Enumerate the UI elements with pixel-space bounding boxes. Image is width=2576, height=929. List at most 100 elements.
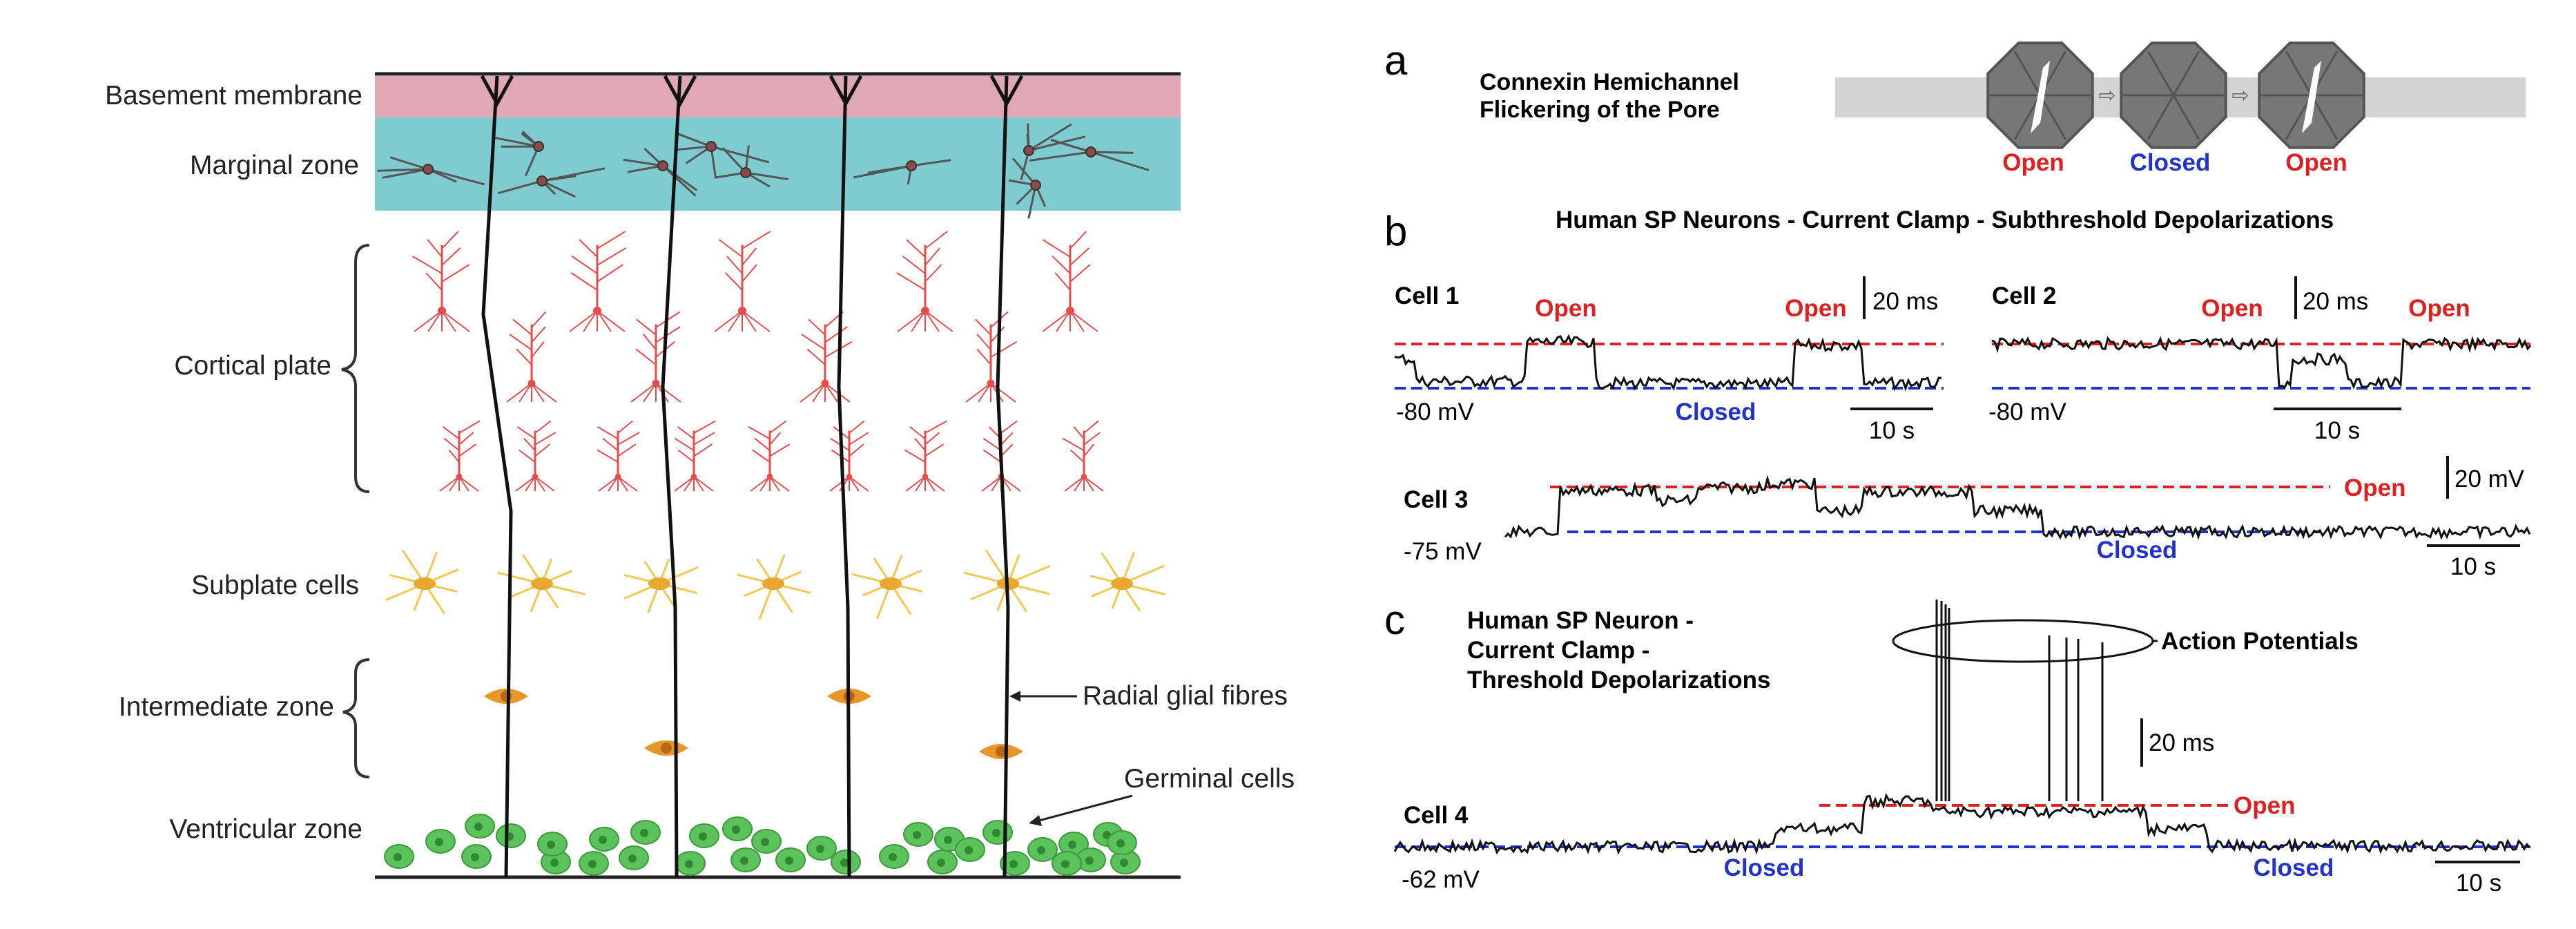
pyramidal-dendrite-branch bbox=[535, 432, 556, 445]
cell4-closed-label-2: Closed bbox=[2254, 854, 2334, 881]
pyramidal-basal-dendrite bbox=[1065, 477, 1084, 491]
pyramidal-soma bbox=[822, 380, 829, 387]
subplate-neuron-soma bbox=[414, 577, 436, 590]
germinal-cell-nucleus bbox=[761, 838, 769, 846]
marginal-neuron-soma bbox=[1086, 147, 1096, 157]
label-cortical-plate: Cortical plate bbox=[174, 351, 331, 381]
pyramidal-dendrite-branch bbox=[519, 450, 535, 463]
marginal-neuron-soma bbox=[658, 161, 668, 171]
pyramidal-soma bbox=[691, 474, 697, 479]
pyramidal-dendrite-branch bbox=[825, 327, 847, 343]
pyramidal-dendrite-branch bbox=[1055, 273, 1070, 290]
pyramidal-soma bbox=[593, 307, 601, 315]
pyramidal-dendrite-branch bbox=[755, 439, 770, 451]
pyramidal-dendrite-branch bbox=[849, 432, 869, 445]
germinal-cell-nucleus bbox=[471, 853, 479, 861]
pyramidal-basal-dendrite bbox=[770, 477, 789, 491]
pyramidal-dendrite-branch bbox=[517, 427, 535, 439]
pyramidal-dendrite-branch bbox=[907, 240, 925, 257]
pyramidal-basal-dendrite bbox=[750, 477, 770, 491]
pyramidal-basal-dendrite bbox=[599, 477, 618, 491]
pyramidal-dendrite-branch bbox=[597, 427, 618, 439]
marginal-neuron-soma bbox=[1024, 146, 1034, 155]
cell1-scale-y-label: 20 ms bbox=[1872, 288, 1938, 315]
pyramidal-dendrite-branch bbox=[925, 432, 939, 445]
pyramidal-basal-dendrite bbox=[1043, 311, 1070, 332]
pyramidal-dendrite-branch bbox=[977, 349, 991, 365]
pyramidal-dendrite-branch bbox=[1001, 444, 1013, 457]
pyramidal-dendrite-branch bbox=[897, 273, 925, 290]
pyramidal-dendrite-branch bbox=[849, 421, 864, 434]
germinal-cell-nucleus bbox=[1061, 860, 1069, 868]
pyramidal-dendrite-branch bbox=[603, 439, 618, 451]
pyramidal-basal-dendrite bbox=[925, 311, 953, 332]
pyramidal-dendrite-branch bbox=[694, 432, 715, 445]
germinal-cell-nucleus bbox=[550, 859, 559, 867]
pyramidal-dendrite-branch bbox=[770, 444, 790, 457]
pyramidal-dendrite-branch bbox=[459, 432, 474, 445]
panel-c-title-line2: Current Clamp - bbox=[1467, 637, 1649, 664]
pyramidal-dendrite-branch bbox=[675, 439, 694, 451]
pyramidal-basal-dendrite bbox=[631, 383, 656, 402]
pyramidal-dendrite-branch bbox=[1043, 240, 1070, 257]
subplate-neuron-soma bbox=[762, 577, 784, 590]
pyramidal-dendrite-branch bbox=[903, 256, 925, 274]
cell3-name: Cell 3 bbox=[1404, 486, 1468, 513]
intermediate-zone-cells bbox=[484, 689, 1023, 759]
pyramidal-dendrite-branch bbox=[770, 432, 780, 445]
pyramidal-dendrite-branch bbox=[991, 342, 1017, 358]
label-marginal-zone: Marginal zone bbox=[190, 151, 359, 180]
label-germinal-cells: Germinal cells bbox=[1124, 764, 1295, 794]
pyramidal-soma bbox=[615, 474, 621, 479]
pyramidal-dendrite-branch bbox=[742, 248, 757, 265]
action-potentials-label: Action Potentials bbox=[2161, 628, 2359, 655]
pyramidal-basal-dendrite bbox=[849, 477, 869, 491]
pyramidal-soma bbox=[987, 380, 995, 387]
pyramidal-dendrite-branch bbox=[849, 444, 864, 457]
pyramidal-dendrite-branch bbox=[1084, 421, 1098, 434]
cortical-plate-brace bbox=[342, 245, 369, 492]
cell4-open-label: Open bbox=[2234, 792, 2295, 819]
cell1-open-label-1: Open bbox=[1535, 295, 1596, 322]
pyramidal-basal-dendrite bbox=[535, 477, 554, 491]
state-open-2: Open bbox=[2285, 149, 2347, 176]
pyramidal-dendrite-branch bbox=[770, 421, 786, 434]
subplate-neuron-soma bbox=[880, 577, 902, 590]
pyramidal-soma bbox=[921, 307, 929, 315]
pyramidal-dendrite-branch bbox=[532, 327, 545, 343]
label-intermediate-zone: Intermediate zone bbox=[119, 692, 334, 722]
pyramidal-dendrite-branch bbox=[510, 334, 532, 350]
pyramidal-dendrite-branch bbox=[1070, 450, 1084, 463]
subplate-neuron-soma bbox=[648, 577, 670, 590]
germinal-cell-nucleus bbox=[435, 838, 443, 846]
pyramidal-dendrite-branch bbox=[678, 450, 694, 463]
marginal-neuron-soma bbox=[1031, 180, 1040, 190]
pyramidal-dendrite-branch bbox=[726, 273, 742, 290]
pyramidal-dendrite-branch bbox=[597, 248, 626, 265]
pyramidal-basal-dendrite bbox=[597, 311, 625, 332]
pyramidal-basal-dendrite bbox=[966, 383, 991, 402]
germinal-cell-nucleus bbox=[1120, 859, 1128, 867]
panel-b-letter: b bbox=[1384, 208, 1407, 254]
pyramidal-dendrite-branch bbox=[742, 265, 757, 282]
pyramidal-basal-dendrite bbox=[830, 477, 849, 491]
pyramidal-dendrite-branch bbox=[925, 444, 944, 457]
cell3-scale-x-label: 10 s bbox=[2450, 553, 2496, 580]
transition-arrow-icon: ⇨ bbox=[2098, 84, 2115, 107]
cell2-scale-x-label: 10 s bbox=[2314, 417, 2360, 444]
pyramidal-basal-dendrite bbox=[459, 477, 478, 491]
pyramidal-soma bbox=[846, 474, 852, 479]
pyramidal-soma bbox=[738, 307, 746, 315]
marginal-neuron-soma bbox=[706, 142, 716, 151]
hemichannels: ⇨⇨ bbox=[1988, 43, 2364, 148]
label-basement-membrane: Basement membrane bbox=[105, 81, 362, 111]
pyramidal-dendrite-branch bbox=[532, 312, 545, 328]
pyramidal-dendrite-branch bbox=[1070, 265, 1090, 282]
germinal-cell-nucleus bbox=[965, 846, 973, 854]
pyramidal-dendrite-branch bbox=[459, 444, 476, 457]
marginal-neuron-soma bbox=[537, 176, 547, 186]
pyramidal-dendrite-branch bbox=[579, 240, 597, 257]
pyramidal-soma bbox=[532, 474, 538, 479]
cell4-voltage: -62 mV bbox=[1402, 866, 1480, 893]
pyramidal-dendrite-branch bbox=[442, 231, 458, 249]
